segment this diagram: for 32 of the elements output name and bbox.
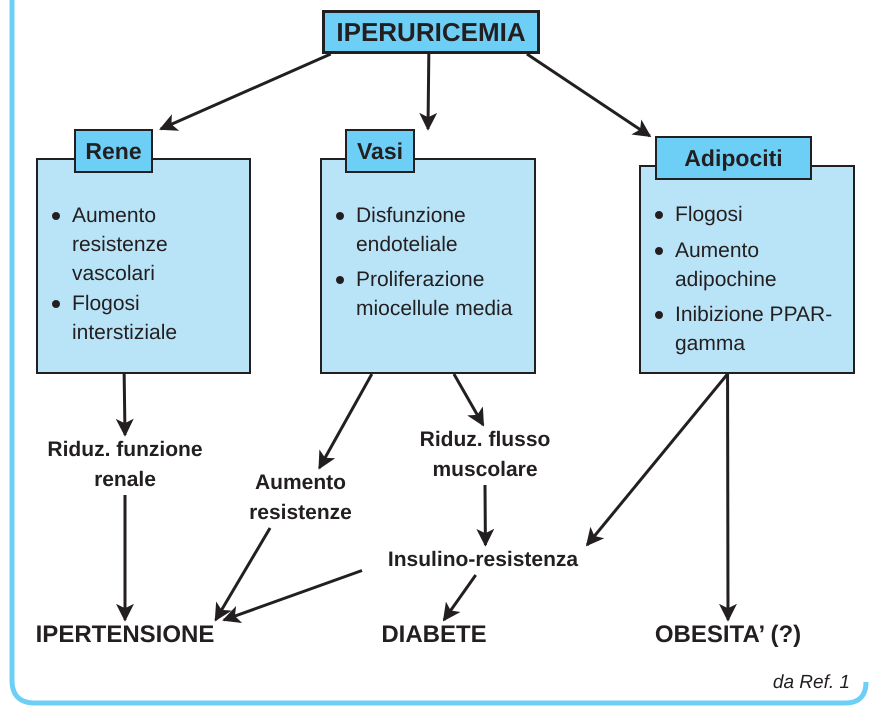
- list-item: Aumento adipochine: [675, 238, 778, 293]
- arrow: [222, 569, 362, 623]
- arrow: [586, 373, 729, 546]
- list-item: Disfunzione endoteliale: [356, 203, 467, 258]
- arrow: [718, 374, 737, 622]
- source-note: da Ref. 1: [772, 672, 850, 694]
- outcome-label: IPERTENSIONE: [22, 620, 228, 650]
- arrow: [214, 527, 272, 622]
- effect-label: Aumento resistenze: [228, 468, 373, 528]
- effect-label: Riduz. funzione renale: [25, 435, 225, 495]
- arrow: [442, 574, 477, 622]
- title-box: IPERURICEMIA: [322, 10, 540, 54]
- category-heading: Rene: [74, 129, 153, 173]
- effect-label: Riduz. flusso muscolare: [390, 425, 580, 485]
- arrow: [526, 52, 652, 138]
- list-item: Proliferazione miocellule media: [356, 267, 514, 322]
- list-item: Aumento resistenze vascolari: [72, 203, 169, 287]
- category-heading: Adipociti: [655, 136, 812, 180]
- arrow: [159, 52, 332, 131]
- outcome-label: DIABETE: [372, 620, 496, 650]
- category-heading: Vasi: [345, 129, 415, 173]
- list-item: Flogosi interstiziale: [72, 291, 178, 346]
- list-item: Inibizione PPAR-gamma: [675, 302, 834, 357]
- arrow: [452, 373, 484, 427]
- list-item: Flogosi: [675, 202, 744, 228]
- arrow: [318, 373, 374, 470]
- arrow: [116, 374, 134, 437]
- arrow: [419, 54, 438, 131]
- outcome-label: OBESITA’ (?): [636, 620, 820, 650]
- arrow: [116, 495, 134, 622]
- arrow: [476, 484, 494, 547]
- effect-label: Insulino-resistenza: [362, 545, 604, 575]
